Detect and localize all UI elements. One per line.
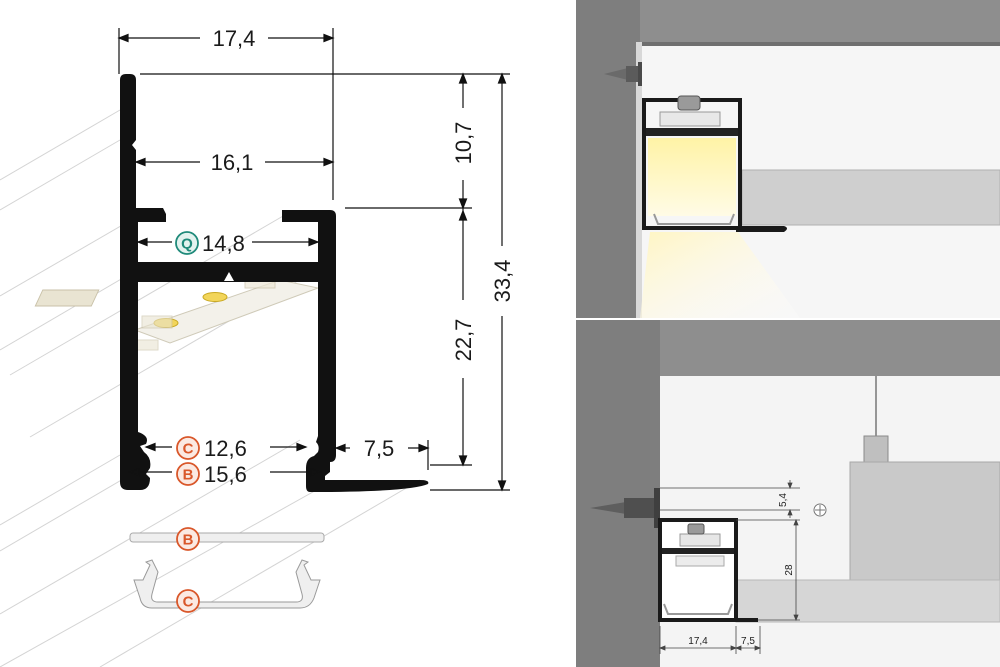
install-illustration-bottom: 5,4 28 17,4 7,5 <box>576 320 1000 667</box>
badge-b-part <box>176 527 200 551</box>
dim-top-width <box>117 28 335 200</box>
dim-17-4-small-label: 17,4 <box>688 636 708 647</box>
dim-q-width <box>136 237 320 247</box>
dim-c-width <box>144 442 308 452</box>
led-strip <box>34 279 320 351</box>
badge-c-label: C <box>183 441 194 458</box>
dim-c-width-label: 12,6 <box>204 436 247 461</box>
badge-c-part-label: C <box>183 594 194 611</box>
dim-flange <box>334 440 430 470</box>
badge-q-label: Q <box>181 236 193 253</box>
dim-lower-height-label: 22,7 <box>451 319 476 362</box>
dim-b-width-label: 15,6 <box>204 462 247 487</box>
badge-b <box>176 462 200 486</box>
diffuser-c <box>133 559 321 609</box>
dim-inner-width-label: 16,1 <box>211 150 254 175</box>
badge-c <box>176 436 200 460</box>
perspective-lines <box>0 109 421 667</box>
badge-q <box>175 231 199 255</box>
dim-28-label: 28 <box>784 564 795 576</box>
dim-top-width-label: 17,4 <box>213 26 256 51</box>
badge-b-label: B <box>183 467 194 484</box>
badge-b-part-label: B <box>183 532 194 549</box>
profile-drawing: 17,4 16,1 Q 14,8 C 12,6 <box>0 26 515 667</box>
dim-q-width-label: 14,8 <box>202 231 245 256</box>
dim-inner-width <box>134 157 335 167</box>
dim-total-height-label: 33,4 <box>490 260 515 303</box>
dim-5-4-label: 5,4 <box>778 493 789 507</box>
badge-c-part <box>176 589 200 613</box>
dim-b-width <box>128 467 322 477</box>
install-illustration-top <box>576 0 1000 318</box>
dim-7-5-small-label: 7,5 <box>741 636 755 647</box>
screw-bottom-icon <box>590 488 660 528</box>
screw-icon <box>604 62 642 86</box>
dim-flange-label: 7,5 <box>364 436 395 461</box>
dim-upper-height-label: 10,7 <box>451 122 476 165</box>
dim-verticals <box>140 72 510 492</box>
diffuser-b <box>129 532 325 543</box>
